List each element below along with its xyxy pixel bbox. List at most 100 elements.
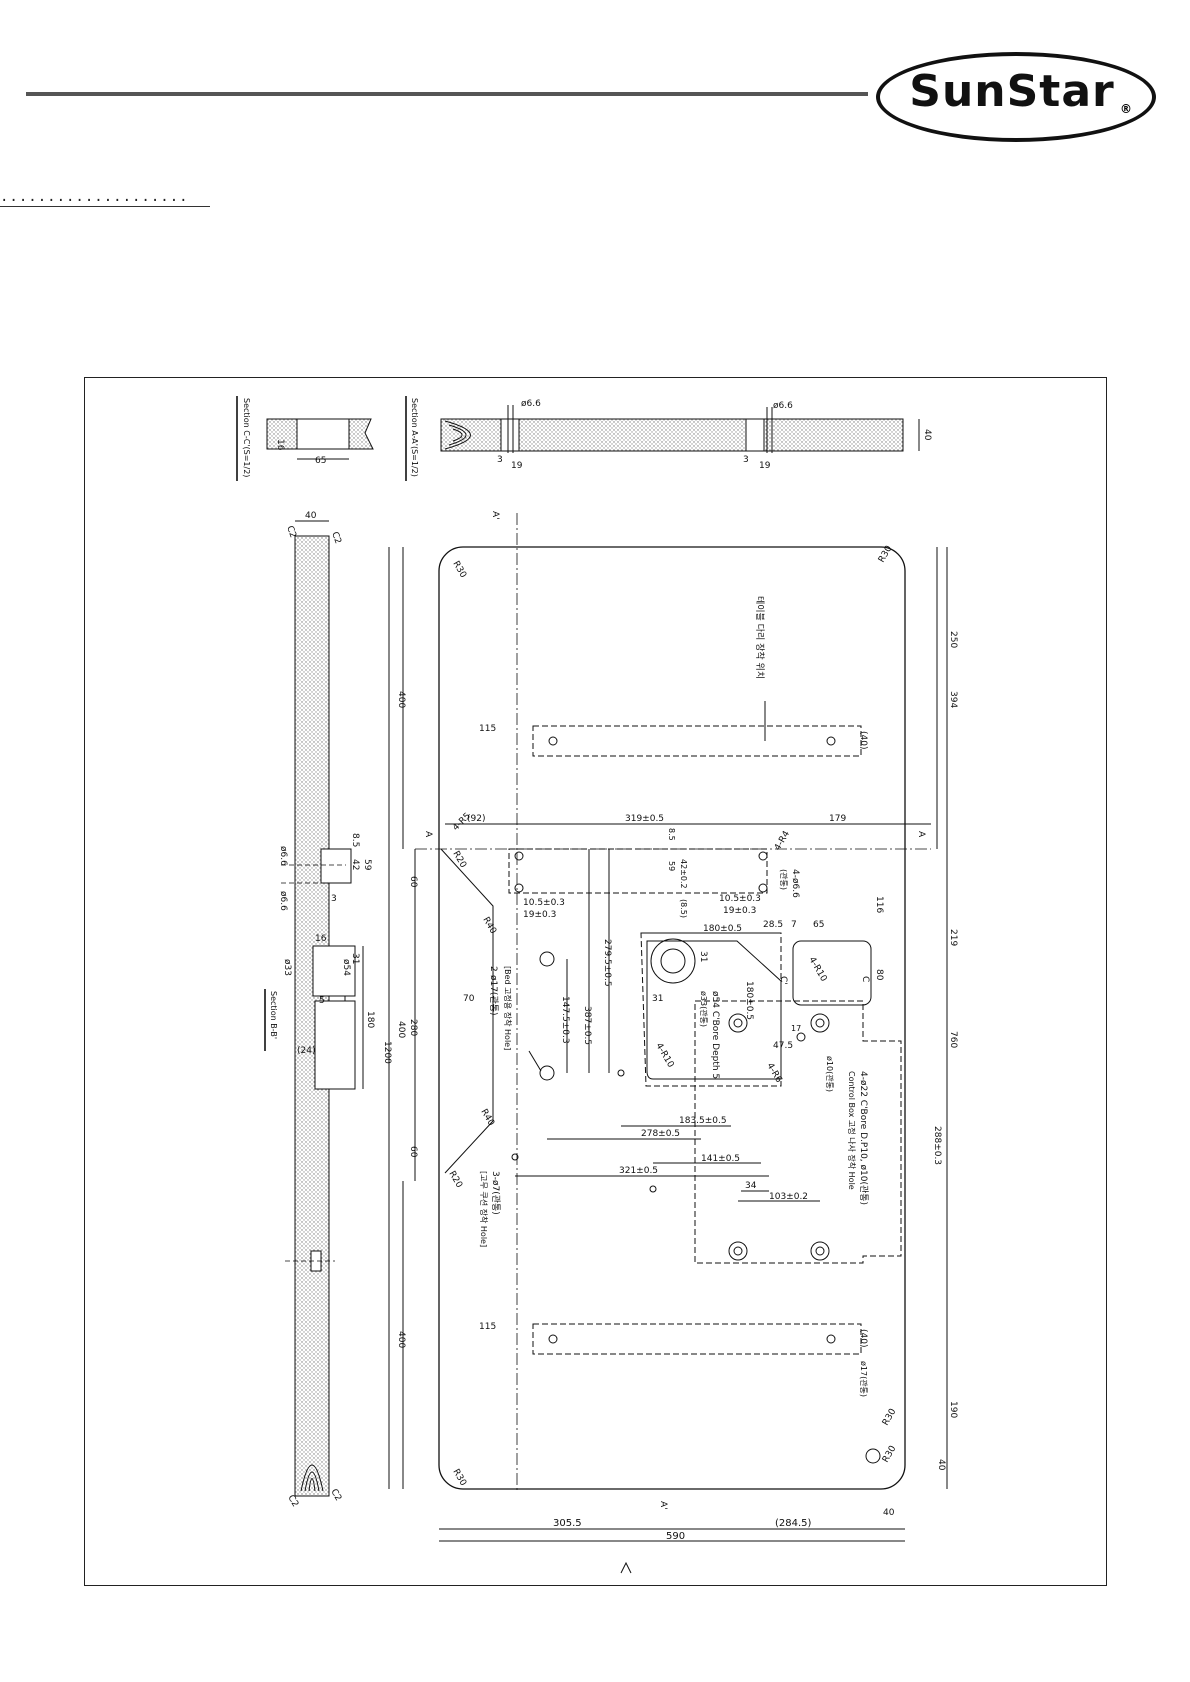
control-box-cutout — [792, 940, 872, 1006]
dim-394: 394 — [948, 691, 958, 708]
dim-3a: 3 — [497, 455, 503, 465]
dim-250: 250 — [948, 631, 958, 648]
dim-7: 7 — [791, 920, 797, 930]
dim-80: 80 — [874, 969, 884, 981]
dim-19-a: 19±0.3 — [523, 910, 556, 920]
dim-400-a: 400 — [396, 691, 406, 708]
note-control-2: Control Box 고정 나사 장착 Hole — [847, 1071, 857, 1190]
dim-phi66-a: ø6.6 — [521, 399, 541, 409]
dim-side-16: 16 — [315, 934, 327, 944]
dim-side-31: 31 — [350, 953, 360, 964]
cushion-hole — [511, 1153, 519, 1161]
note-bed-hole-2: [Bed 고정용 장착 Hole] — [503, 966, 513, 1050]
radius-r30-a: R30 — [450, 560, 468, 581]
control-hole — [728, 1013, 748, 1033]
control-hole-inner — [815, 1246, 825, 1256]
chamfer-c2-b: C2 — [329, 531, 343, 546]
section-aa-view: Section A-A'(S=1/2) ø6.6 ø6.6 3 19 3 19 … — [405, 396, 932, 481]
dim-40-d: 40 — [883, 1508, 895, 1518]
control-hole — [810, 1241, 830, 1261]
logo-oval — [876, 52, 1156, 142]
wood-grain-mark — [300, 1464, 324, 1492]
leg-slot-bottom — [532, 1323, 862, 1355]
dim-3b: 3 — [743, 455, 749, 465]
dim-side-phi66-b: ø6.6 — [278, 891, 288, 911]
section-cc-slot — [296, 418, 350, 450]
dim-2845: (284.5) — [775, 1518, 812, 1529]
dim-590: 590 — [666, 1531, 685, 1542]
dim-321: 321±0.5 — [619, 1166, 658, 1176]
dim-side-phi66-a: ø6.6 — [278, 846, 288, 866]
dim-319: 319±0.5 — [625, 814, 664, 824]
direction-arrow-icon — [620, 1561, 632, 1574]
dim-40-c: 40 — [936, 1459, 946, 1471]
note-4-r4: 4-R4 — [773, 829, 792, 852]
section-aa-hole-1 — [500, 418, 520, 452]
dim-side-42: 42 — [350, 859, 360, 870]
leg-slot-top — [532, 725, 862, 757]
section-mark-c2: C — [860, 976, 870, 982]
cbore-outer — [650, 938, 696, 984]
dim-219: 219 — [948, 929, 958, 946]
dim-side-5: 5 — [319, 996, 325, 1006]
side-cutout-4 — [314, 1000, 356, 1090]
mount-hole — [514, 883, 524, 893]
dim-400-c: 400 — [396, 1331, 406, 1348]
dim-side-40: 40 — [305, 511, 317, 521]
logo-text: SunStar — [909, 66, 1115, 117]
dim-180: 180±0.5 — [703, 924, 742, 934]
dim-19b: 19 — [759, 461, 771, 471]
note-4-r10: 4-R10 — [806, 956, 828, 984]
dim-1200: 1200 — [382, 1041, 392, 1064]
section-mark-a3: A — [423, 831, 433, 838]
motor-slot — [508, 848, 768, 894]
dim-side-3: 3 — [331, 894, 337, 904]
dim-278: 278±0.5 — [641, 1129, 680, 1139]
logo-reg-mark: ® — [1120, 102, 1132, 116]
chamfer-c2-a: C2 — [284, 525, 298, 540]
mount-hole — [514, 851, 524, 861]
leg-hole — [548, 1334, 558, 1344]
note-4-phi66-sub: (관통) — [779, 869, 789, 890]
technical-drawing: Section C-C'(S=1/2) 65 16 Section A-A'(S… — [236, 396, 958, 1574]
control-hole-inner — [733, 1018, 743, 1028]
dim-190: 190 — [948, 1401, 958, 1418]
note-bed-hole-1: 2-ø17(관통) — [488, 966, 499, 1016]
section-bb-label: Section B-B' — [269, 991, 278, 1039]
leg-hole — [826, 1334, 836, 1344]
mount-hole — [758, 883, 768, 893]
dim-59: 59 — [667, 861, 676, 871]
section-mark-a4: A — [916, 831, 926, 838]
side-cutout-1 — [320, 848, 352, 884]
dim-31: 31 — [652, 994, 663, 1004]
phi17-hole — [865, 1448, 881, 1464]
phi10-hole — [796, 1032, 806, 1042]
dim-92: (92) — [467, 814, 485, 824]
control-hole-inner — [815, 1018, 825, 1028]
section-mark-a2: A' — [658, 1501, 668, 1510]
note-phi10: ø10(관통) — [825, 1056, 835, 1092]
dim-105-a: 10.5±0.3 — [523, 898, 565, 908]
dim-side-180: 180 — [365, 1011, 375, 1028]
dim-side-phi33: ø33 — [282, 959, 292, 976]
cushion-hole — [649, 1185, 657, 1193]
section-cc-label: Section C-C'(S=1/2) — [242, 398, 251, 477]
cushion-hole — [617, 1069, 625, 1077]
dim-105-b: 10.5±0.3 — [719, 894, 761, 904]
dim-side-59: 59 — [362, 859, 372, 871]
dim-40-a: (40) — [858, 731, 868, 749]
control-hole-inner — [733, 1246, 743, 1256]
leg-hole — [826, 736, 836, 746]
dim-65: 65 — [315, 456, 326, 466]
note-4-phi66: 4-ø6.6 — [790, 869, 800, 898]
chamfer-c2-d: C2 — [328, 1488, 343, 1503]
note-cbore: ø54 C'Bore Depth 5 — [710, 991, 720, 1079]
cbore-inner — [660, 948, 686, 974]
dim-1835: 183.5±0.5 — [679, 1116, 727, 1126]
dim-34: 34 — [745, 1181, 757, 1191]
header-rule — [26, 92, 868, 96]
dim-40-top: 40 — [922, 429, 932, 441]
dim-280: 280 — [408, 1019, 418, 1036]
control-hole — [810, 1013, 830, 1033]
dim-42: 42±0.2 — [679, 859, 688, 889]
